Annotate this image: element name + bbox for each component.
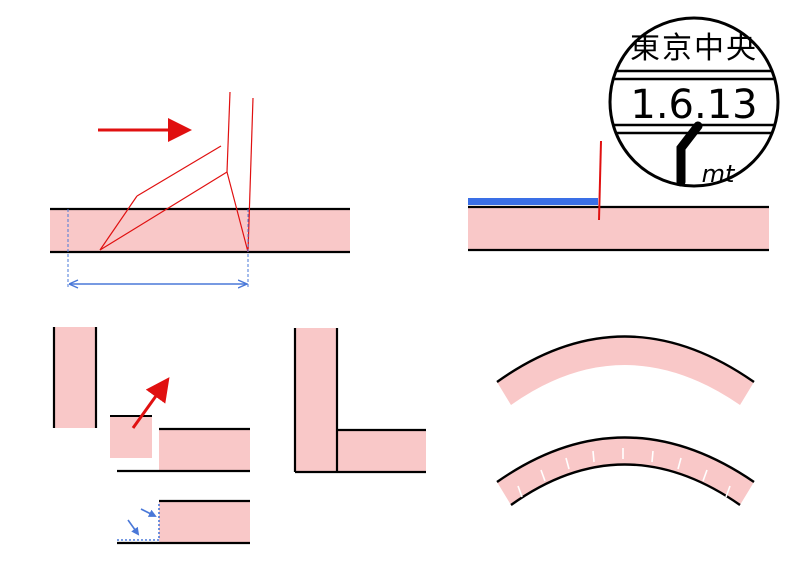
stamp-mark-stroke xyxy=(676,121,703,187)
upper-arc-band xyxy=(497,336,754,405)
lower-arc-inner-edge xyxy=(510,463,741,506)
blue-layer xyxy=(468,198,598,205)
detail-arrow-upper xyxy=(140,508,157,517)
l-joint-fill xyxy=(295,328,426,472)
red-cut-line xyxy=(598,140,602,221)
vertical-piece xyxy=(54,327,96,428)
postmark-stamp: 東京中央 1.6.13 mt xyxy=(608,16,780,188)
horizontal-piece xyxy=(159,429,250,471)
lower-arc-outer-edge xyxy=(496,436,755,483)
panel-joint-exploded xyxy=(52,327,250,545)
panel-joint-assembled xyxy=(293,328,426,474)
workpiece-bar xyxy=(50,209,350,252)
panel-curved-bars xyxy=(496,335,755,506)
stamp-date: 1.6.13 xyxy=(630,82,757,128)
stamp-mark-text: mt xyxy=(702,160,736,188)
coated-bar xyxy=(468,207,769,250)
upper-arc-edge xyxy=(496,335,755,383)
lower-arc-kerf-cuts xyxy=(517,448,731,498)
detail-arrow-lower xyxy=(127,519,140,536)
lower-arc-band xyxy=(497,437,754,505)
detail-dotted-outline xyxy=(117,503,160,541)
panel-coating-diagram xyxy=(468,140,769,252)
removal-arrow xyxy=(131,377,170,429)
stamp-top-text: 東京中央 xyxy=(630,31,758,66)
removed-corner-piece xyxy=(110,416,152,458)
panel-cut-diagram xyxy=(50,91,350,287)
stamp-ring xyxy=(608,16,780,188)
detail-piece xyxy=(159,501,250,543)
blade-outline xyxy=(99,91,254,253)
